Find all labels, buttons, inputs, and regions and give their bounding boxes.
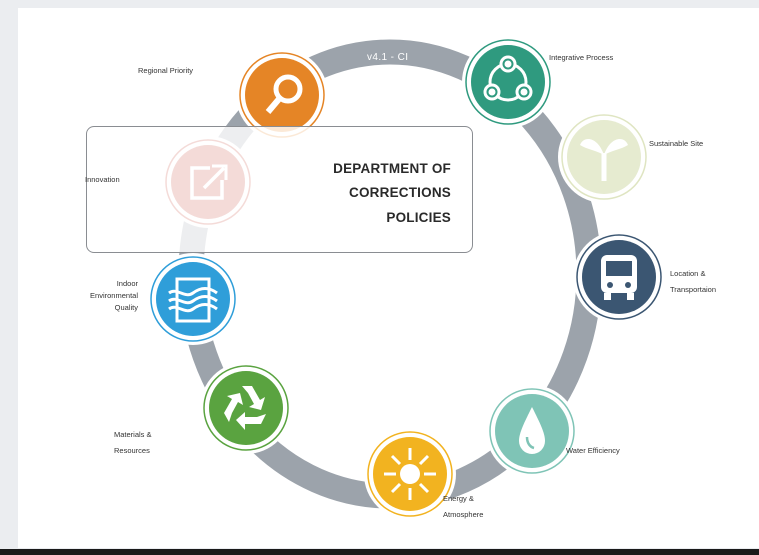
label-location-transportation: Location & Transportaion bbox=[670, 269, 716, 294]
version-label: v4.1 - CI bbox=[367, 52, 409, 63]
title-line-2: CORRECTIONS bbox=[349, 185, 451, 200]
category-materials-resources bbox=[200, 362, 292, 454]
category-integrative-process bbox=[462, 36, 554, 128]
network-icon bbox=[483, 55, 533, 102]
bottom-edge-bar bbox=[0, 549, 759, 555]
recycle-icon bbox=[224, 386, 266, 430]
bus-icon bbox=[601, 255, 637, 300]
category-sustainable-site bbox=[558, 111, 650, 203]
category-energy-atmosphere bbox=[364, 428, 456, 520]
air-waves-icon bbox=[168, 277, 218, 323]
title-box: DEPARTMENT OF CORRECTIONS POLICIES bbox=[86, 126, 473, 253]
label-water-efficiency: Water Efficiency bbox=[566, 446, 620, 455]
title-line-1: DEPARTMENT OF bbox=[333, 161, 451, 176]
label-innovation: Innovation bbox=[85, 175, 120, 184]
sun-icon bbox=[384, 448, 436, 500]
label-sustainable-site: Sustainable Site bbox=[649, 139, 704, 148]
title-line-3: POLICIES bbox=[386, 210, 451, 225]
category-indoor-environmental-quality bbox=[147, 253, 239, 345]
category-location-transportation bbox=[573, 231, 665, 323]
diagram-card: v4.1 - CI DEPARTMENT OF CORRECTIONS POLI… bbox=[18, 8, 759, 548]
credit-category-wheel bbox=[147, 36, 665, 520]
label-indoor-environmental-quality: Indoor Environmental Quality bbox=[90, 279, 138, 312]
sprout-icon bbox=[580, 139, 628, 181]
category-regional-priority bbox=[236, 49, 328, 141]
label-regional-priority: Regional Priority bbox=[138, 66, 194, 75]
label-energy-atmosphere: Energy & Atmosphere bbox=[443, 494, 484, 519]
category-water-efficiency bbox=[486, 385, 578, 477]
water-drop-icon bbox=[519, 407, 545, 454]
label-integrative-process: Integrative Process bbox=[549, 53, 614, 62]
location-pin-icon bbox=[265, 74, 303, 114]
label-materials-resources: Materials & Resources bbox=[114, 430, 152, 455]
